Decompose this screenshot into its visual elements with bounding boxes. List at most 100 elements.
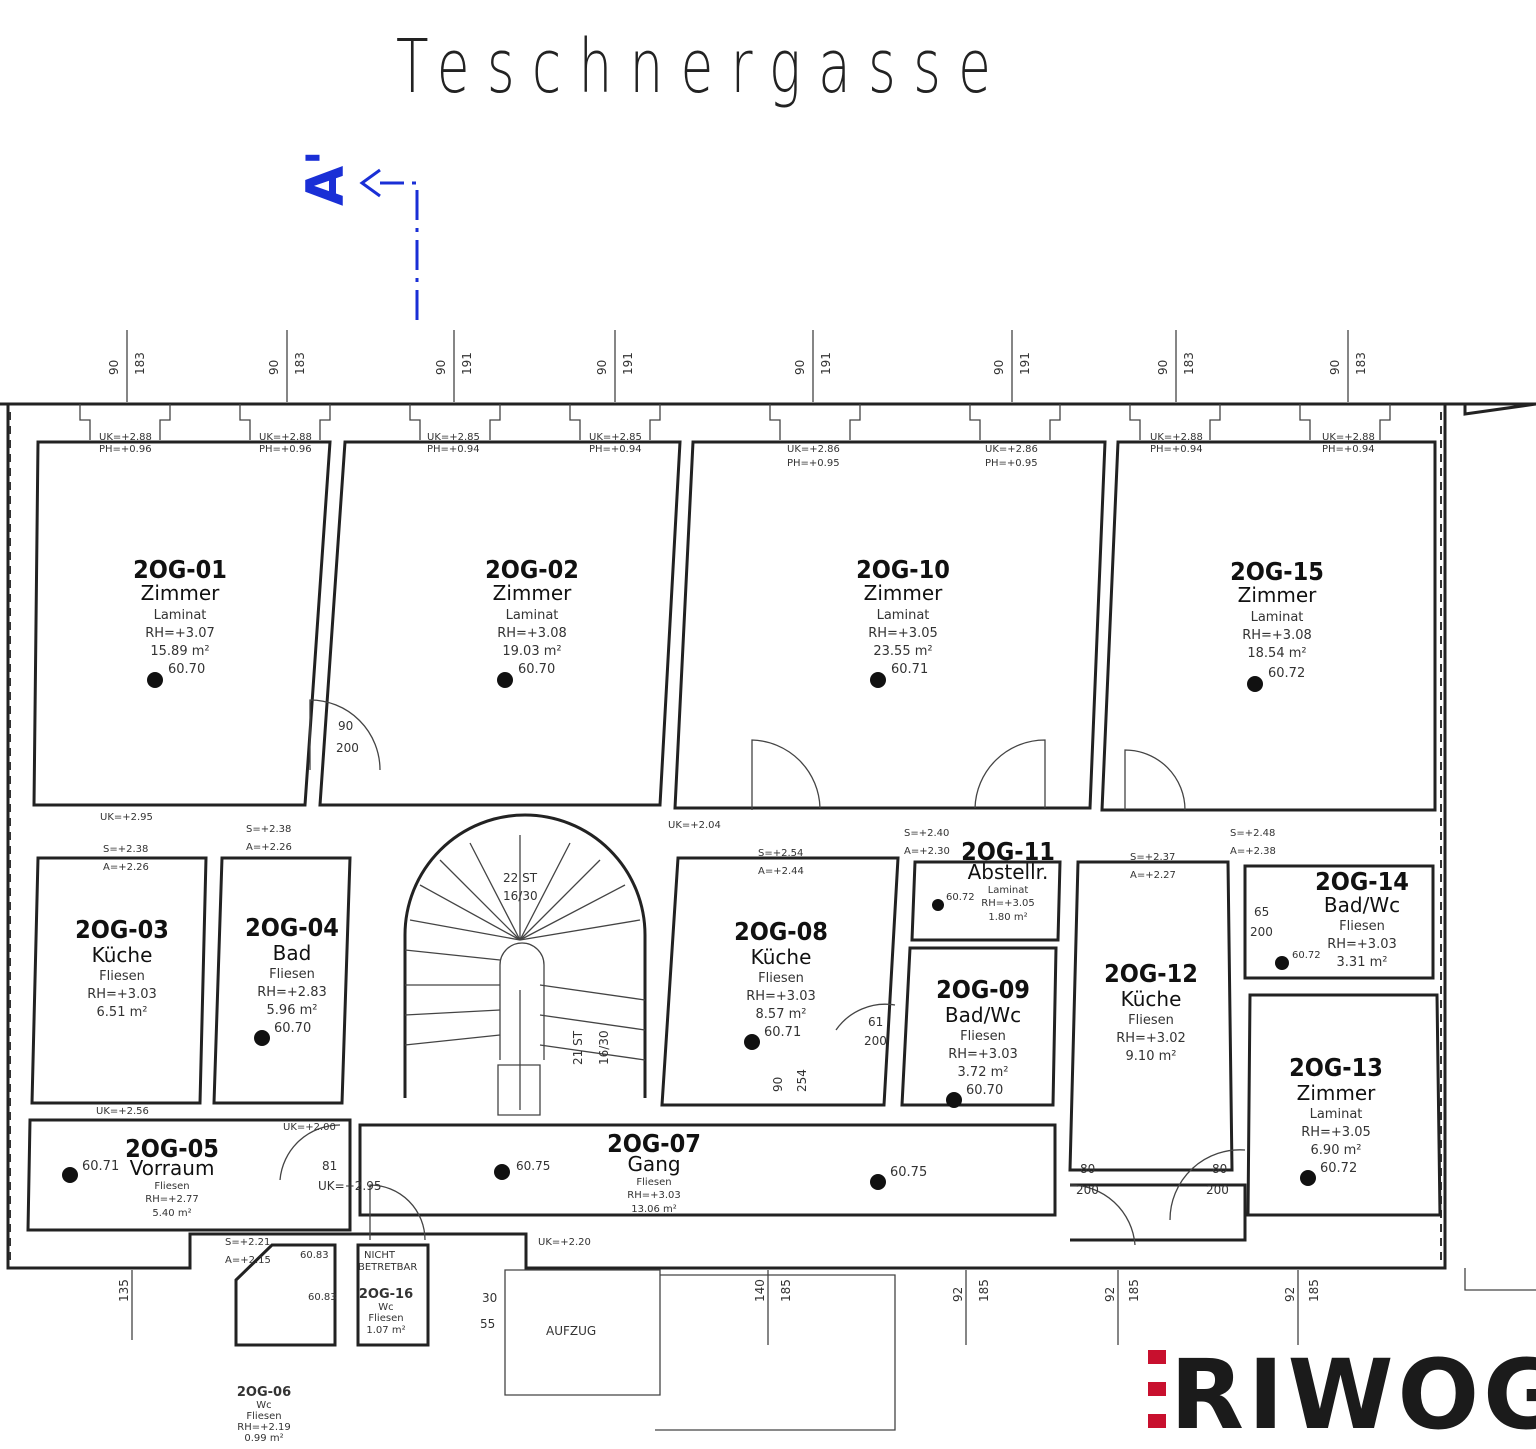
logo-accent-mark xyxy=(1148,1350,1166,1364)
room-floor: Fliesen xyxy=(368,1313,403,1324)
room-name: Bad/Wc xyxy=(945,1003,1021,1027)
room-floor: Laminat xyxy=(988,885,1029,896)
room-floor: Laminat xyxy=(506,608,559,623)
room-floor: Fliesen xyxy=(246,1411,281,1422)
window-ph-label: PH=+0.96 xyxy=(99,444,152,455)
window-ph-label: PH=+0.94 xyxy=(427,444,480,455)
room-name: Abstellr. xyxy=(968,860,1049,884)
room-2og-13: 2OG-13 Zimmer Laminat RH=+3.05 6.90 m² 6… xyxy=(1289,1053,1383,1186)
room-height: RH=+3.08 xyxy=(1242,628,1312,643)
door-dim: 200 xyxy=(336,741,359,755)
level-marker-icon xyxy=(870,1174,886,1190)
door-dim: 90 xyxy=(771,1077,785,1092)
room-level: 60.70 xyxy=(274,1021,311,1036)
a-label: A=+2.38 xyxy=(1230,846,1276,857)
room-height: RH=+3.07 xyxy=(145,626,215,641)
room-area: 0.99 m² xyxy=(244,1433,283,1444)
dim-label: 183 xyxy=(133,352,147,375)
dim-label: 135 xyxy=(117,1279,131,1302)
level-label: 60.83 xyxy=(300,1250,329,1261)
dim-label: 185 xyxy=(1127,1279,1141,1302)
level-marker-icon xyxy=(1275,956,1289,970)
room-area: 19.03 m² xyxy=(502,644,561,659)
room-height: RH=+3.03 xyxy=(627,1190,681,1201)
room-area: 9.10 m² xyxy=(1126,1049,1177,1064)
dim-label: 90 xyxy=(595,360,609,375)
level-marker-icon xyxy=(870,672,886,688)
room-height: RH=+3.03 xyxy=(948,1047,1018,1062)
not-accessible-label: NICHT xyxy=(364,1250,396,1261)
street-name: Teschnergasse xyxy=(396,24,1009,110)
room-2og-16: 2OG-16 Wc Fliesen 1.07 m² xyxy=(359,1287,413,1336)
door-dim: 65 xyxy=(1254,905,1269,919)
room-name: Zimmer xyxy=(1297,1081,1377,1105)
room-level: 60.72 xyxy=(1268,666,1305,681)
room-height: RH=+3.05 xyxy=(981,898,1035,909)
window-uk-label: UK=+2.88 xyxy=(1322,432,1375,443)
logo-accent-mark xyxy=(1148,1382,1166,1396)
room-id: 2OG-12 xyxy=(1104,959,1198,988)
room-height: RH=+3.02 xyxy=(1116,1031,1186,1046)
room-area: 23.55 m² xyxy=(873,644,932,659)
level-marker-icon xyxy=(946,1092,962,1108)
level-labels: UK=+2.04 UK=+2.95 UK=+2.56 UK=+2.00 UK=+… xyxy=(96,812,1276,1338)
room-area: 3.72 m² xyxy=(958,1065,1009,1080)
door-dim: 200 xyxy=(1206,1183,1229,1197)
room-name: Bad xyxy=(273,941,312,965)
s-label: S=+2.21 xyxy=(225,1237,270,1248)
room-height: RH=+2.83 xyxy=(257,985,327,1000)
room-area: 5.96 m² xyxy=(267,1003,318,1018)
room-2og-09: 2OG-09 Bad/Wc Fliesen RH=+3.03 3.72 m² 6… xyxy=(936,975,1030,1108)
window-uk-label: UK=+2.85 xyxy=(427,432,480,443)
room-name: Zimmer xyxy=(864,581,944,605)
room-name: Wc xyxy=(256,1400,271,1411)
room-id: 2OG-04 xyxy=(245,913,339,942)
room-id: 2OG-08 xyxy=(734,917,828,946)
room-2og-10: 2OG-10 Zimmer Laminat RH=+3.05 23.55 m² … xyxy=(856,555,950,688)
room-height: RH=+3.05 xyxy=(1301,1125,1371,1140)
door-dim: 200 xyxy=(1076,1183,1099,1197)
room-floor: Laminat xyxy=(877,608,930,623)
level-label: 60.75 xyxy=(516,1159,550,1173)
room-id: 2OG-02 xyxy=(485,555,579,584)
room-height: RH=+2.77 xyxy=(145,1194,199,1205)
s-label: S=+2.40 xyxy=(904,828,949,839)
room-name: Bad/Wc xyxy=(1324,893,1400,917)
room-level: 60.72 xyxy=(946,892,975,903)
room-floor: Fliesen xyxy=(758,971,804,986)
a-label: A=+2.44 xyxy=(758,866,804,877)
logo-text: RIWOG xyxy=(1170,1339,1536,1449)
room-name: Küche xyxy=(1121,987,1182,1011)
uk-label: UK=+2.20 xyxy=(538,1237,591,1248)
room-labels: 2OG-01 Zimmer Laminat RH=+3.07 15.89 m² … xyxy=(62,555,1409,1444)
window-ph-label: PH=+0.94 xyxy=(1150,444,1203,455)
room-walls xyxy=(26,440,1442,1431)
room-2og-08: 2OG-08 Küche Fliesen RH=+3.03 8.57 m² 60… xyxy=(734,917,828,1050)
section-marker: A' xyxy=(296,150,419,320)
room-name: Küche xyxy=(92,943,153,967)
room-height: RH=+2.19 xyxy=(237,1422,291,1433)
room-floor: Laminat xyxy=(1251,610,1304,625)
room-2og-01: 2OG-01 Zimmer Laminat RH=+3.07 15.89 m² … xyxy=(133,555,227,688)
uk-label: UK=+2.00 xyxy=(283,1122,336,1133)
level-marker-icon xyxy=(147,672,163,688)
dim-label: 30 xyxy=(482,1291,497,1305)
room-level: 60.70 xyxy=(966,1083,1003,1098)
room-area: 6.51 m² xyxy=(97,1005,148,1020)
room-id: 2OG-11 xyxy=(961,837,1055,866)
dim-label: 185 xyxy=(1307,1279,1321,1302)
room-area: 5.40 m² xyxy=(152,1208,191,1219)
room-floor: Fliesen xyxy=(636,1177,671,1188)
room-floor: Fliesen xyxy=(1128,1013,1174,1028)
room-floor: Laminat xyxy=(1310,1107,1363,1122)
not-accessible-label: BETRETBAR xyxy=(358,1262,417,1273)
stair-dims-label: 16/30 xyxy=(503,889,538,903)
room-level: 60.72 xyxy=(1320,1161,1357,1176)
logo-accent-mark xyxy=(1148,1414,1166,1428)
level-label: 60.83 xyxy=(308,1292,337,1303)
window-labels: UK=+2.88 PH=+0.96 UK=+2.88 PH=+0.96 UK=+… xyxy=(99,432,1375,469)
level-marker-icon xyxy=(932,899,944,911)
dim-label: 92 xyxy=(1103,1287,1117,1302)
room-height: RH=+3.03 xyxy=(1327,937,1397,952)
room-area: 18.54 m² xyxy=(1247,646,1306,661)
